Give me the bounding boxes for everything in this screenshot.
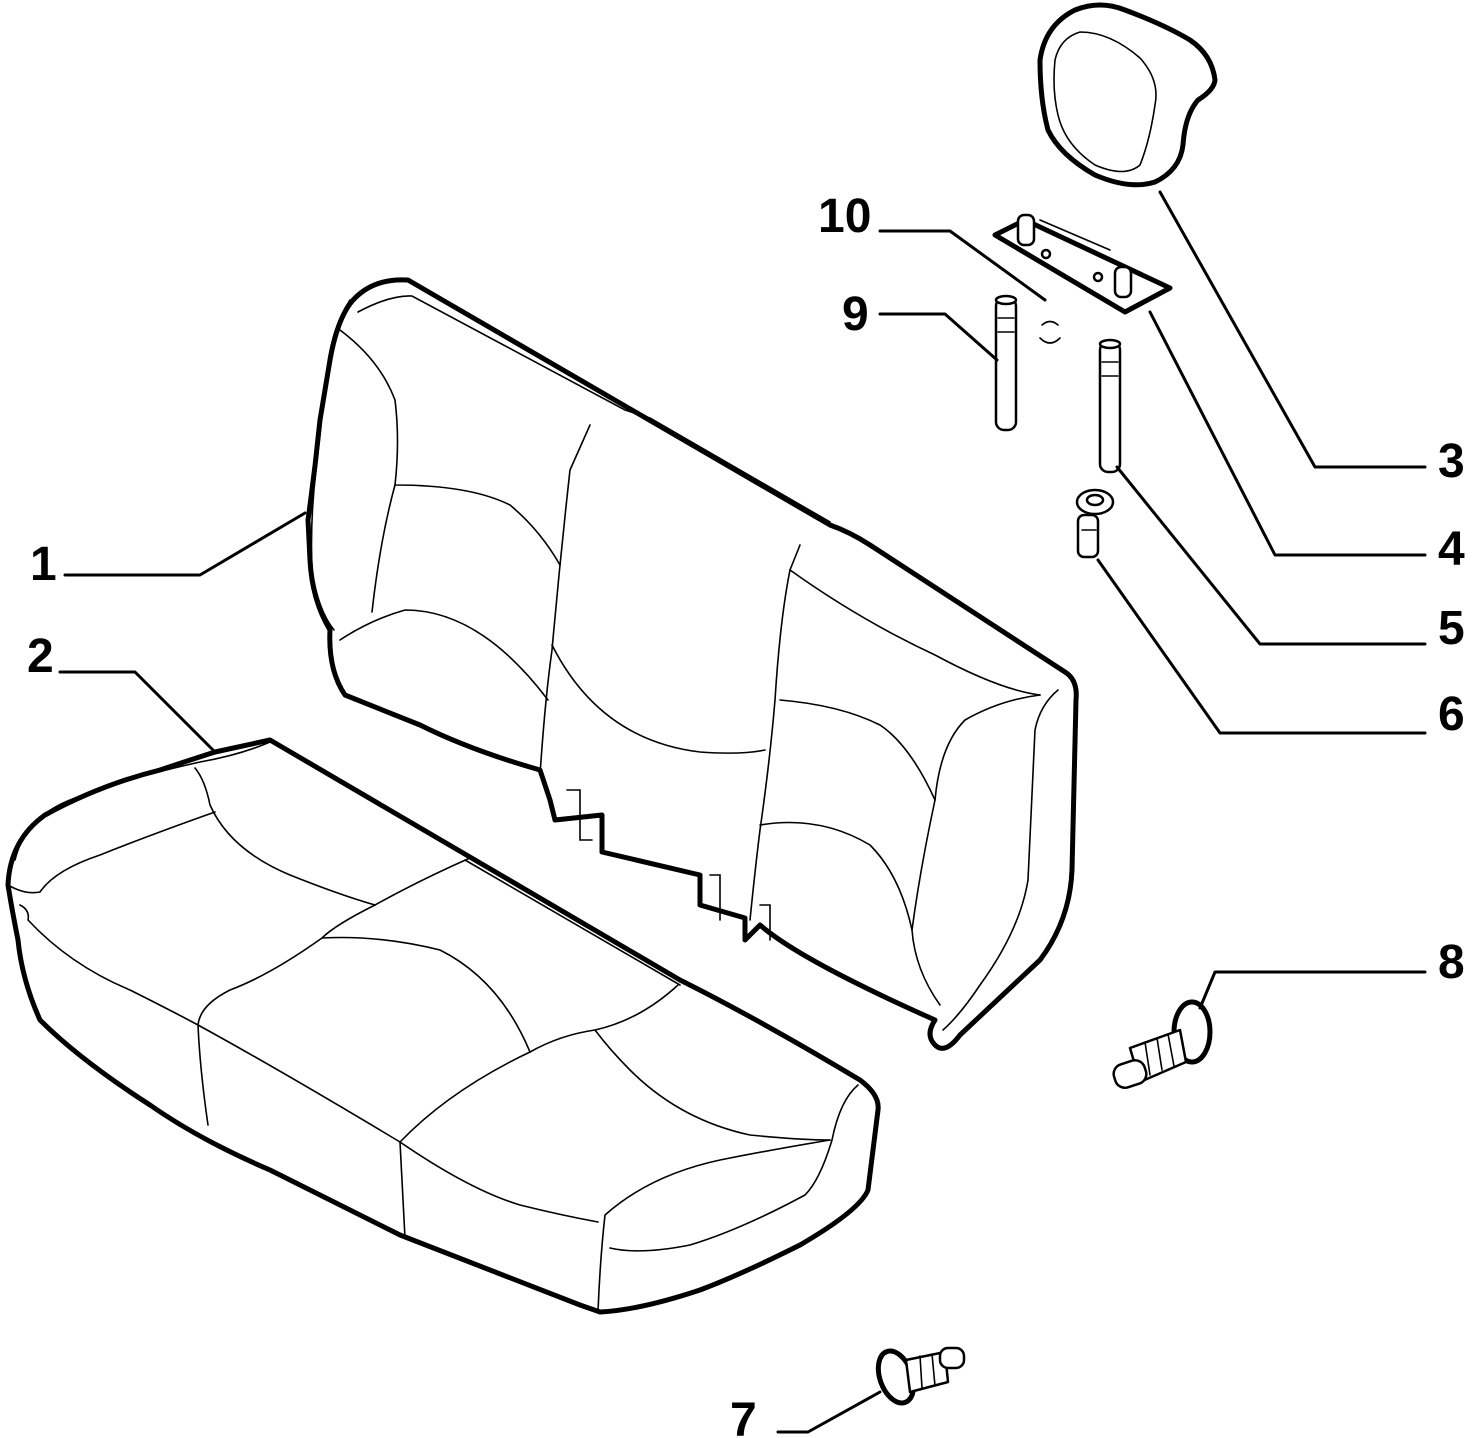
callout-10: 10 [818, 190, 871, 243]
callout-7: 7 [730, 1394, 757, 1438]
leader-6 [1096, 558, 1427, 735]
leader-10 [878, 229, 1047, 302]
callout-8: 8 [1438, 936, 1465, 989]
guide-bushing [1039, 320, 1061, 344]
leader-5 [1115, 465, 1427, 646]
leader-lines [58, 190, 1427, 1434]
headrest-guide-rod-left [994, 294, 1018, 432]
callout-9: 9 [842, 288, 869, 341]
callout-4: 4 [1438, 523, 1465, 576]
headrest-guide-rod-right [1098, 338, 1122, 474]
leader-8 [1198, 970, 1427, 1010]
fastener-pin-lower [875, 1346, 966, 1406]
headrest-guide-plate [992, 213, 1173, 315]
callout-1: 1 [30, 538, 57, 591]
leader-9 [878, 312, 999, 362]
leader-4 [1148, 310, 1427, 557]
callout-numbers: 1 2 3 4 5 6 7 8 9 10 [27, 190, 1465, 1438]
fastener-pin-upper [1112, 999, 1213, 1090]
locking-clip [1075, 488, 1115, 559]
leader-7 [776, 1390, 882, 1434]
callout-5: 5 [1438, 602, 1465, 655]
callout-6: 6 [1438, 688, 1465, 741]
leader-1 [63, 511, 307, 577]
leader-3 [1158, 190, 1427, 469]
callout-2: 2 [27, 630, 54, 683]
leader-2 [58, 670, 217, 754]
seat-backrest [305, 277, 1079, 1051]
seat-cushion [5, 737, 881, 1315]
callout-3: 3 [1438, 435, 1465, 488]
headrest [1037, 2, 1218, 188]
